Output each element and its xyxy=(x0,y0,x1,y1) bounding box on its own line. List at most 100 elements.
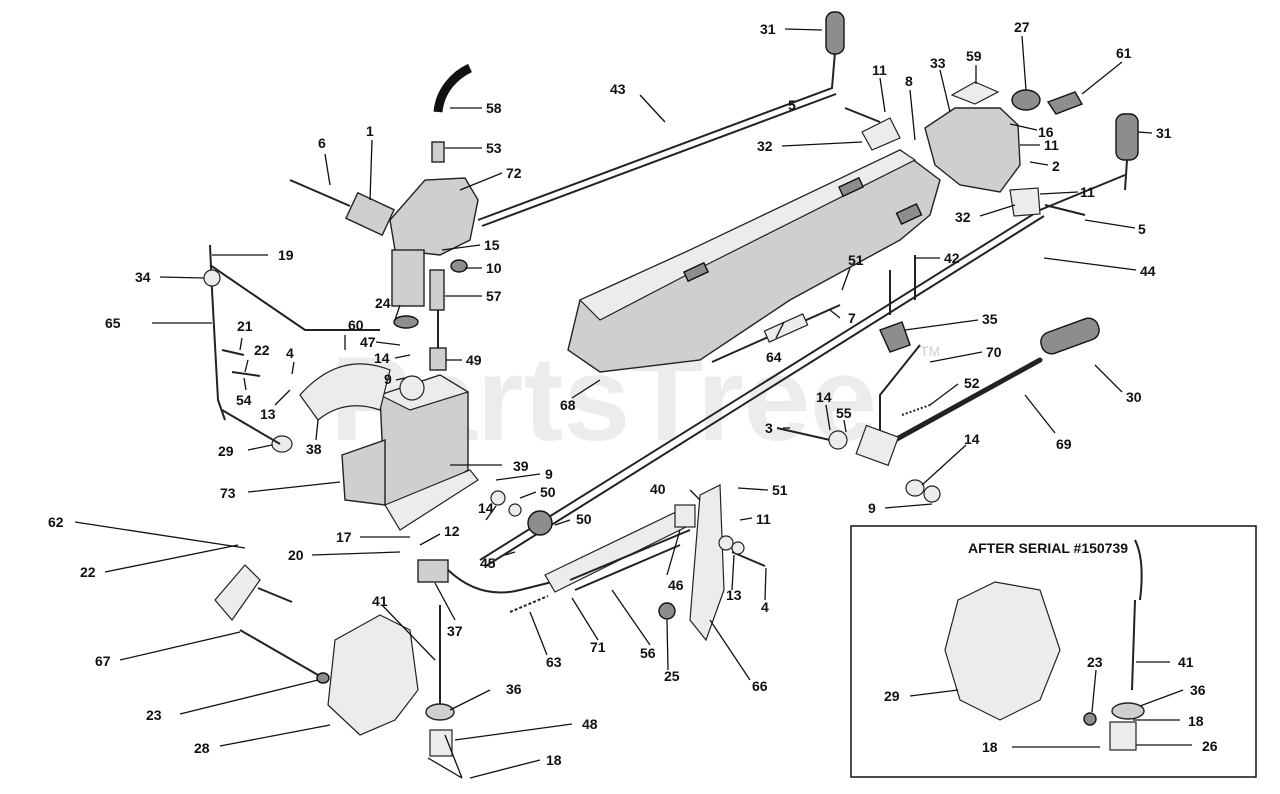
callout-71: 71 xyxy=(590,639,606,655)
knob-45 xyxy=(527,510,553,536)
callout-29: 29 xyxy=(218,443,234,459)
callout-36: 36 xyxy=(1190,682,1206,698)
callout-64: 64 xyxy=(766,349,782,365)
parts-artwork xyxy=(203,11,1145,757)
spring-55 xyxy=(828,430,848,450)
spacer-14 xyxy=(490,490,506,506)
callout-21: 21 xyxy=(237,318,253,334)
oring-24 xyxy=(393,315,419,329)
bracket-67 xyxy=(214,564,261,621)
sector-60 xyxy=(299,363,391,421)
inset-oring-23 xyxy=(1083,712,1097,726)
callout-6: 6 xyxy=(318,135,326,151)
grip-30 xyxy=(1040,317,1100,355)
callout-28: 28 xyxy=(194,740,210,756)
inset-title: AFTER SERIAL #150739 xyxy=(968,540,1128,556)
callout-11: 11 xyxy=(1080,184,1095,200)
oring-23 xyxy=(316,672,330,684)
spool-1 xyxy=(345,191,395,237)
callout-62: 62 xyxy=(48,514,64,530)
callout-10: 10 xyxy=(486,260,502,276)
callout-50: 50 xyxy=(540,484,556,500)
washer-50 xyxy=(508,503,522,517)
callout-27: 27 xyxy=(1014,19,1030,35)
callout-26: 26 xyxy=(1202,738,1218,754)
callout-4: 4 xyxy=(761,599,769,615)
inset-after-serial: AFTER SERIAL #150739 23 41 29 36 18 18 2… xyxy=(850,525,1257,778)
callout-35: 35 xyxy=(982,311,998,327)
callout-18: 18 xyxy=(1188,713,1204,729)
seal-25 xyxy=(658,602,676,620)
callout-67: 67 xyxy=(95,653,111,669)
callout-20: 20 xyxy=(288,547,304,563)
callout-14: 14 xyxy=(964,431,980,447)
callout-43: 43 xyxy=(610,81,626,97)
callout-9: 9 xyxy=(545,466,553,482)
callout-48: 48 xyxy=(582,716,598,732)
callout-32: 32 xyxy=(757,138,773,154)
cylinder-15 xyxy=(391,249,425,307)
callout-69: 69 xyxy=(1056,436,1072,452)
collar-48 xyxy=(429,729,453,757)
callout-53: 53 xyxy=(486,140,502,156)
callout-9: 9 xyxy=(384,371,392,387)
callout-15: 15 xyxy=(484,237,500,253)
callout-42: 42 xyxy=(944,250,960,266)
block-34 xyxy=(203,269,221,287)
callout-14: 14 xyxy=(374,350,390,366)
callout-50: 50 xyxy=(576,511,592,527)
base-plate xyxy=(384,469,479,531)
callout-40: 40 xyxy=(650,481,666,497)
callout-13: 13 xyxy=(726,587,742,603)
callout-56: 56 xyxy=(640,645,656,661)
callout-39: 39 xyxy=(513,458,529,474)
callout-7: 7 xyxy=(848,310,856,326)
callout-1: 1 xyxy=(366,123,374,139)
boot-35 xyxy=(879,321,911,353)
callout-44: 44 xyxy=(1140,263,1156,279)
callout-24: 24 xyxy=(375,295,391,311)
callout-72: 72 xyxy=(506,165,522,181)
inset-pump-29 xyxy=(944,581,1061,721)
bracket-32a xyxy=(861,117,901,151)
spring-57 xyxy=(429,269,445,311)
valve-body-72 xyxy=(389,177,479,256)
callout-36: 36 xyxy=(506,681,522,697)
washer-29 xyxy=(271,435,293,453)
pump-28 xyxy=(327,614,419,736)
lever-66 xyxy=(689,484,725,642)
callout-9: 9 xyxy=(868,500,876,516)
nut-10 xyxy=(450,259,468,273)
callout-34: 34 xyxy=(135,269,151,285)
sleeve-49 xyxy=(429,347,447,371)
spacer-14c xyxy=(905,479,925,497)
callout-57: 57 xyxy=(486,288,502,304)
callout-19: 19 xyxy=(278,247,294,263)
callout-8: 8 xyxy=(905,73,913,89)
callout-38: 38 xyxy=(306,441,322,457)
callout-73: 73 xyxy=(220,485,236,501)
callout-51: 51 xyxy=(848,252,864,268)
bracket-32b xyxy=(1009,187,1041,217)
callout-52: 52 xyxy=(964,375,980,391)
cam-36 xyxy=(425,703,455,721)
block-40 xyxy=(674,504,696,528)
callout-11: 11 xyxy=(872,62,887,78)
callout-47: 47 xyxy=(360,334,376,350)
callout-31: 31 xyxy=(1156,125,1172,141)
callout-22: 22 xyxy=(80,564,96,580)
callout-45: 45 xyxy=(480,555,496,571)
callout-18: 18 xyxy=(546,752,562,768)
plate-59 xyxy=(950,81,1000,105)
callout-61: 61 xyxy=(1116,45,1132,61)
callout-3: 3 xyxy=(765,420,773,436)
leader-lines xyxy=(74,28,1192,779)
callout-11: 11 xyxy=(1044,137,1059,153)
callout-2: 2 xyxy=(1052,158,1060,174)
callout-11: 11 xyxy=(756,511,771,527)
knob-31-right xyxy=(1115,113,1139,161)
hose-58 xyxy=(433,63,473,113)
swivel-37 xyxy=(417,559,449,583)
callout-5: 5 xyxy=(1138,221,1146,237)
callout-41: 41 xyxy=(1178,654,1194,670)
